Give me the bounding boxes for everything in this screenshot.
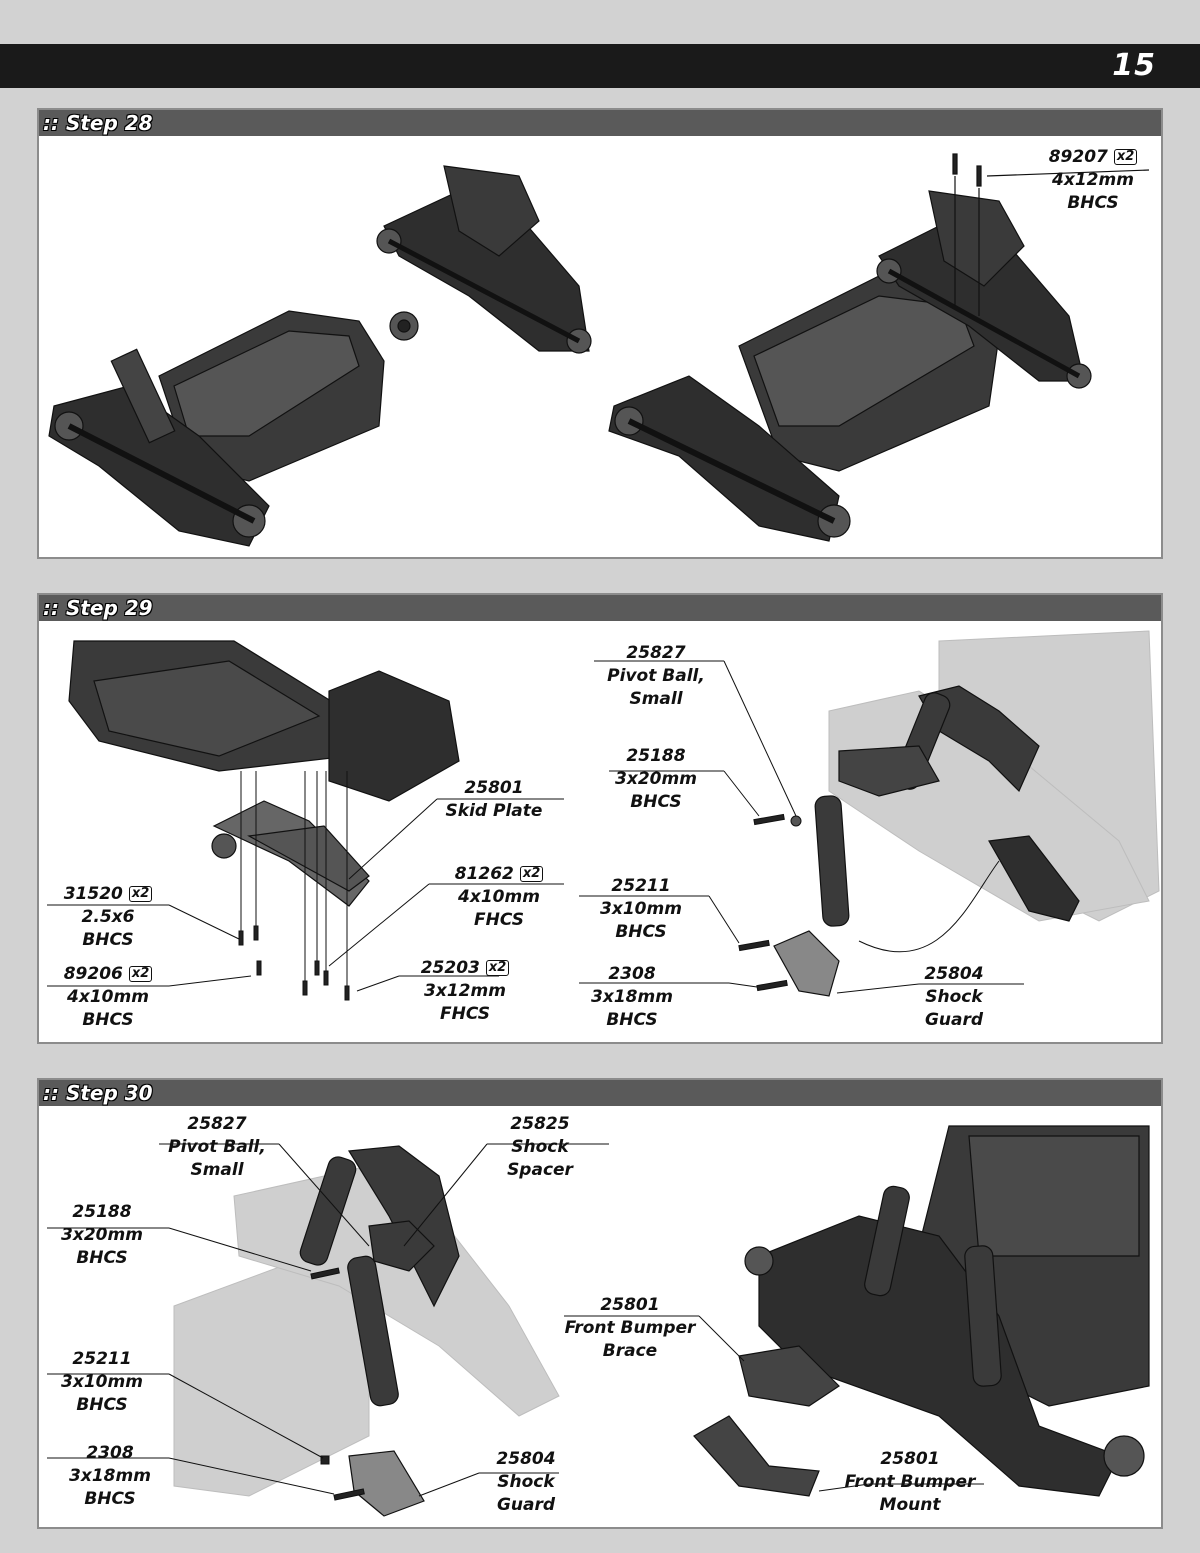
step-30-header: :: Step 30: [39, 1080, 1161, 1106]
callout-25211: 25211 3x10mm BHCS: [600, 876, 682, 942]
callout-25801-front-bumper-brace: 25801 Front Bumper Brace: [564, 1295, 696, 1361]
page-header-bar: 15: [0, 44, 1200, 88]
step-29-panel: :: Step 29: [37, 593, 1163, 1044]
quantity-badge: x2: [1113, 149, 1138, 165]
step-30-title: :: Step 30: [43, 1081, 153, 1105]
callout-25188: 25188 3x20mm BHCS: [61, 1202, 143, 1268]
quantity-badge: x2: [485, 960, 510, 976]
step-28-header: :: Step 28: [39, 110, 1161, 136]
callout-2308: 2308 3x18mm BHCS: [69, 1443, 151, 1509]
callout-25827: 25827 Pivot Ball, Small: [168, 1114, 266, 1180]
callout-25211: 25211 3x10mm BHCS: [61, 1349, 143, 1415]
callout-25801-front-bumper-mount: 25801 Front Bumper Mount: [844, 1449, 976, 1515]
quantity-badge: x2: [519, 866, 544, 882]
callout-25804: 25804 Shock Guard: [496, 1449, 556, 1515]
callout-2308: 2308 3x18mm BHCS: [591, 964, 673, 1030]
step-29-title: :: Step 29: [43, 596, 153, 620]
callout-25804: 25804 Shock Guard: [924, 964, 984, 1030]
step-29-header: :: Step 29: [39, 595, 1161, 621]
callout-25825: 25825 Shock Spacer: [507, 1114, 573, 1180]
callout-25801-skid-plate: 25801 Skid Plate: [445, 778, 543, 821]
step-28-title: :: Step 28: [43, 111, 153, 135]
quantity-badge: x2: [128, 886, 153, 902]
page-number: 15: [1112, 48, 1156, 83]
step-30-panel: :: Step 30: [37, 1078, 1163, 1529]
step-28-panel: :: Step 28: [37, 108, 1163, 559]
step-30-illustration: [47, 1125, 1150, 1517]
step-29-illustration: [47, 630, 1160, 1001]
step-28-illustration: [48, 153, 1150, 547]
callout-25827: 25827 Pivot Ball, Small: [607, 643, 705, 709]
callout-25188: 25188 3x20mm BHCS: [615, 746, 697, 812]
quantity-badge: x2: [128, 966, 153, 982]
